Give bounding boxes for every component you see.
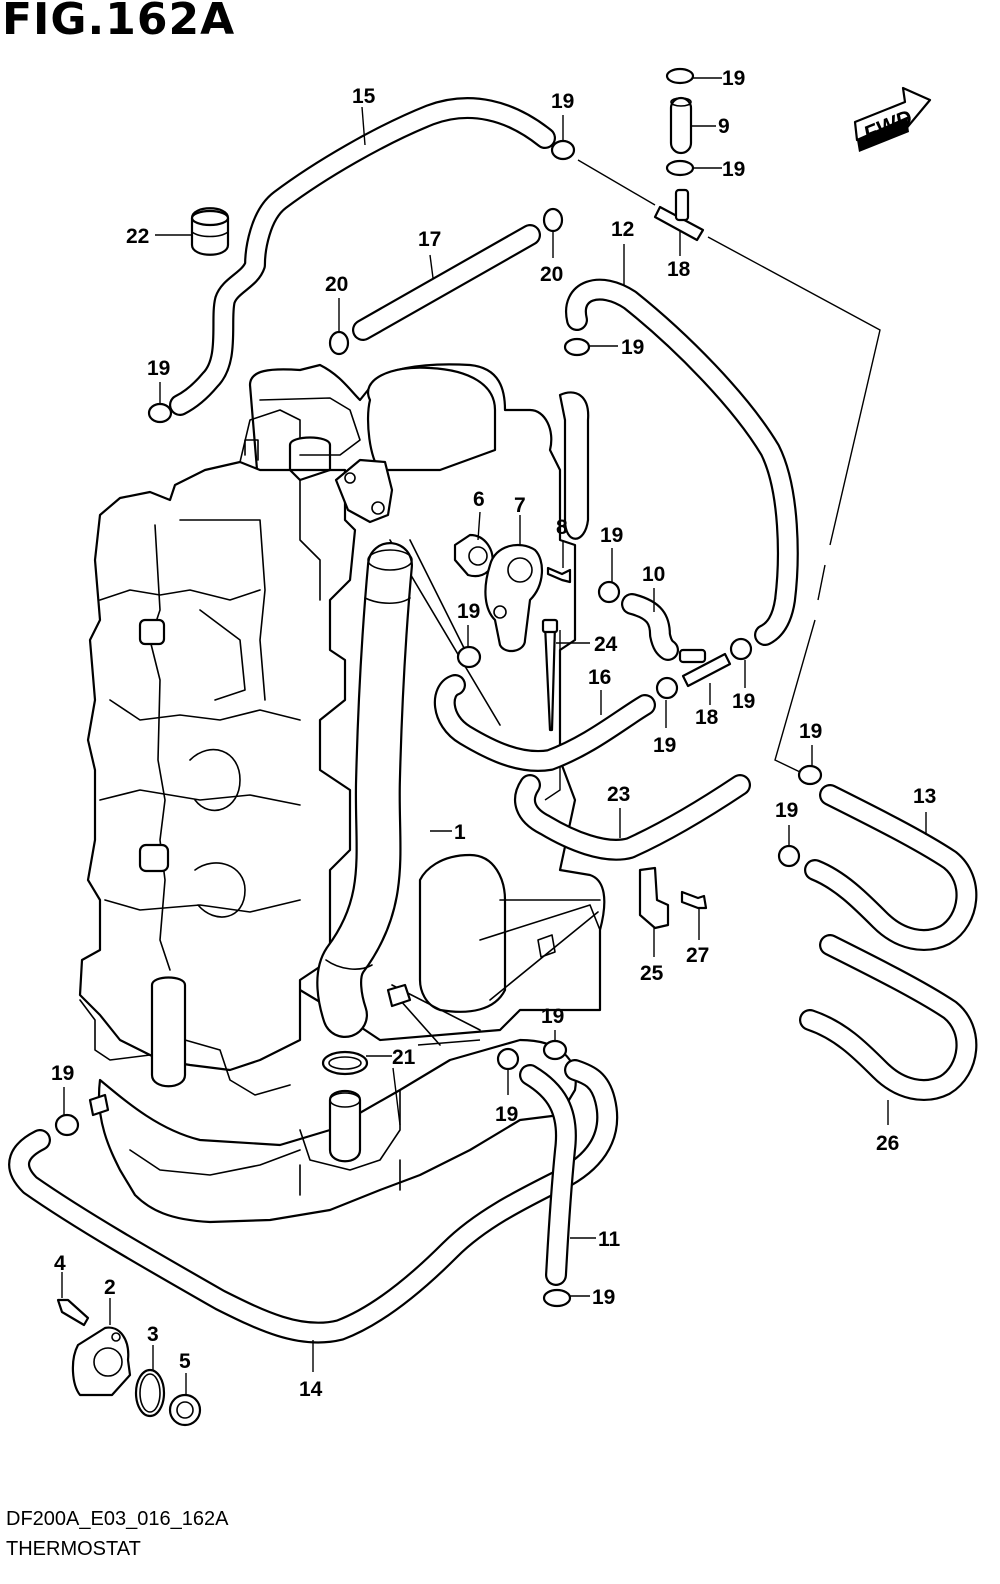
fwd-direction-arrow: FWD — [853, 86, 932, 152]
figure-title: FIG.162A — [2, 0, 236, 45]
callout-4: 4 — [54, 1252, 66, 1275]
callout-6: 6 — [473, 488, 485, 511]
callout-19: 19 — [600, 524, 623, 547]
hoses — [8, 96, 978, 1344]
callout-5: 5 — [179, 1350, 191, 1373]
callout-19: 19 — [147, 357, 170, 380]
callout-27: 27 — [686, 944, 709, 967]
callout-9: 9 — [718, 115, 730, 138]
callout-8: 8 — [556, 516, 568, 539]
callout-15: 15 — [352, 85, 376, 108]
callout-19: 19 — [653, 734, 676, 757]
callout-19: 19 — [722, 158, 745, 181]
callout-3: 3 — [147, 1323, 159, 1346]
callout-26: 26 — [876, 1132, 899, 1155]
callout-25: 25 — [640, 962, 664, 985]
callout-14: 14 — [299, 1378, 323, 1401]
callout-labels: 15 19 19 9 19 22 17 20 12 18 20 19 19 6 … — [51, 67, 936, 1401]
diagram-code: DF200A_E03_016_162A — [6, 1508, 229, 1530]
callout-24: 24 — [594, 633, 618, 656]
callout-19: 19 — [621, 336, 644, 359]
callout-18: 18 — [695, 706, 719, 729]
callout-20: 20 — [540, 263, 563, 286]
callout-19: 19 — [722, 67, 745, 90]
callout-18: 18 — [667, 258, 691, 281]
callout-19: 19 — [775, 799, 798, 822]
callout-16: 16 — [588, 666, 611, 689]
engine-block — [78, 363, 606, 1224]
callout-13: 13 — [913, 785, 936, 808]
callout-2: 2 — [104, 1276, 116, 1299]
small-parts — [54, 67, 823, 1427]
callout-19: 19 — [457, 600, 480, 623]
callout-19: 19 — [799, 720, 822, 743]
callout-10: 10 — [642, 563, 665, 586]
callout-11: 11 — [598, 1228, 621, 1251]
diagram-caption: THERMOSTAT — [6, 1538, 141, 1560]
callout-19: 19 — [592, 1286, 615, 1309]
callout-7: 7 — [514, 494, 526, 517]
callout-19: 19 — [732, 690, 755, 713]
callout-19: 19 — [51, 1062, 74, 1085]
callout-19: 19 — [495, 1103, 518, 1126]
callout-17: 17 — [418, 228, 441, 251]
callout-21: 21 — [392, 1046, 416, 1069]
callout-12: 12 — [611, 218, 634, 241]
callout-22: 22 — [126, 225, 149, 248]
callout-19: 19 — [541, 1005, 564, 1028]
callout-20: 20 — [325, 273, 348, 296]
callout-23: 23 — [607, 783, 630, 806]
callout-1: 1 — [454, 821, 466, 844]
leader-lines — [61, 77, 927, 1395]
callout-19: 19 — [551, 90, 574, 113]
